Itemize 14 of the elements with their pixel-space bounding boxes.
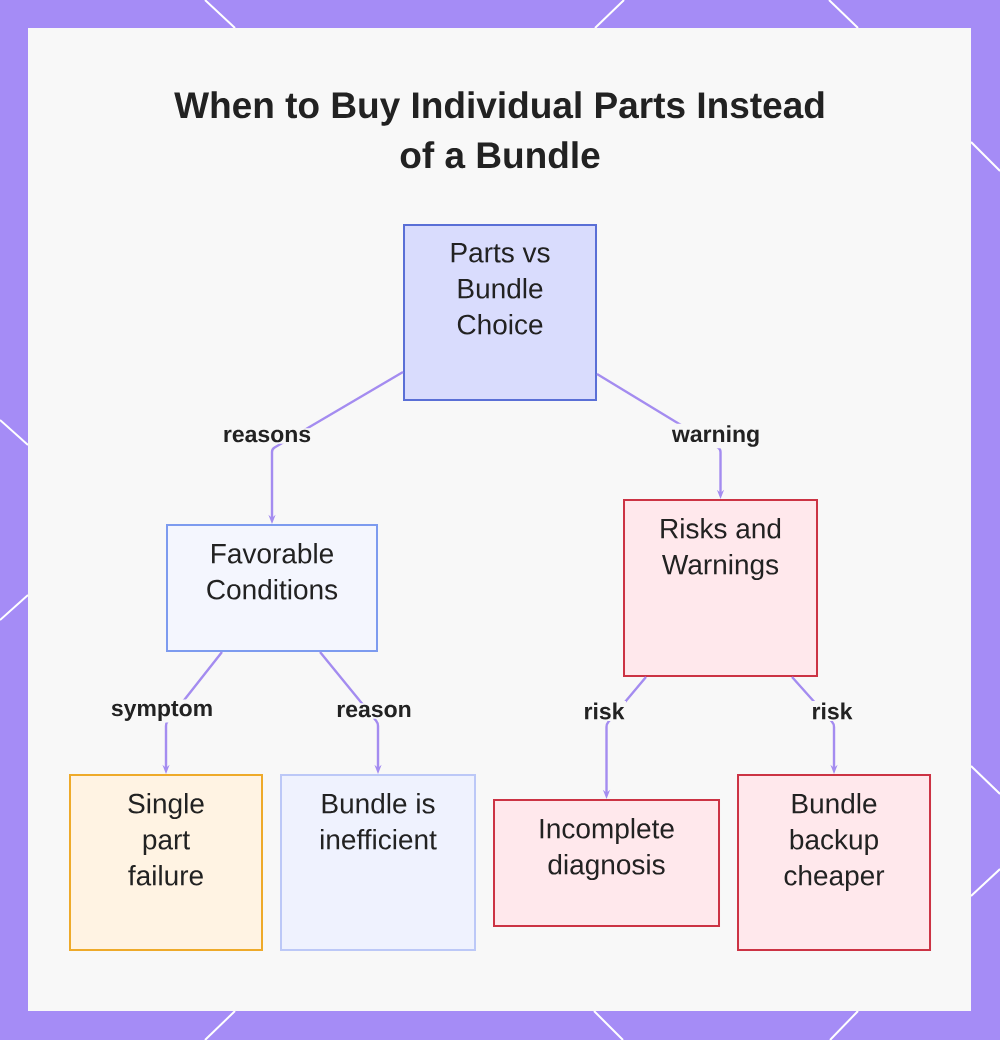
edge-label: risk <box>582 701 626 721</box>
edge-label: warning <box>670 423 762 449</box>
concept-box: Risks and Warnings <box>623 499 818 677</box>
edge-label: reason <box>334 703 414 719</box>
edge-label: risk <box>810 701 854 721</box>
concept-box: Bundle backup cheaper <box>737 774 931 951</box>
concept-box: Parts vs Bundle Choice <box>403 224 597 401</box>
concept-box: Incomplete diagnosis <box>493 799 720 927</box>
title: When to Buy Individual Parts Instead of a Bundle <box>174 91 824 169</box>
concept-box: Bundle is inefficient <box>280 774 476 951</box>
concept-box: Single part failure <box>69 774 263 951</box>
edge-label: symptom <box>109 699 215 723</box>
concept-box: Favorable Conditions <box>166 524 378 652</box>
edge-label: reasons <box>221 428 313 444</box>
